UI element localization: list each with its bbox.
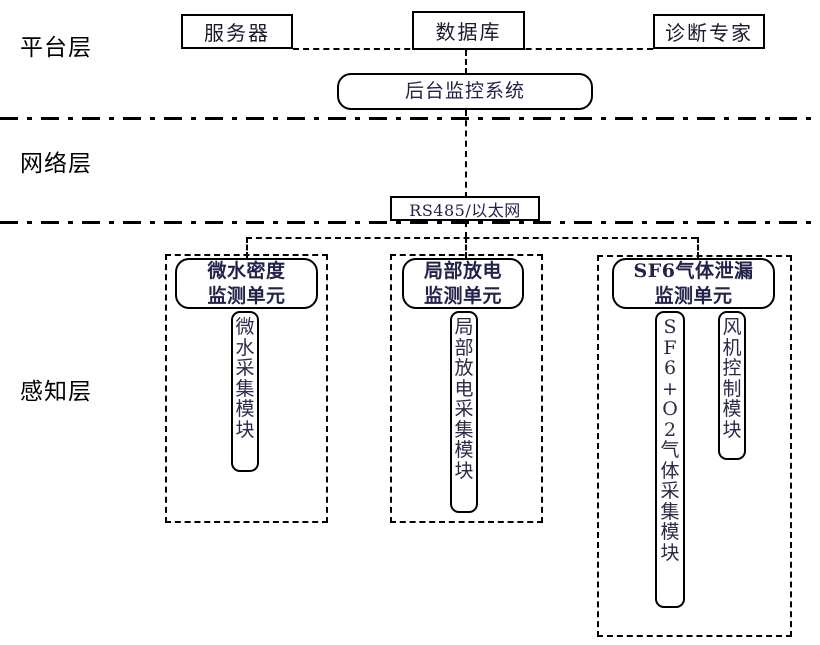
platform-node-server[interactable]: 服务器 bbox=[181, 14, 293, 49]
connector-to-group-sf6 bbox=[697, 237, 699, 258]
module-char: 制 bbox=[722, 377, 742, 400]
divider-platform-network bbox=[0, 117, 820, 120]
module-char: 气 bbox=[660, 439, 680, 462]
module-sf6-o2-gas-acq[interactable]: S F 6 + O 2 气 体 采 集 模 块 bbox=[655, 311, 685, 608]
module-char: 微 bbox=[235, 316, 255, 338]
module-char: O bbox=[662, 398, 678, 421]
connector-backend-to-bus bbox=[465, 110, 467, 198]
backend-monitor-box[interactable]: 后台监控系统 bbox=[337, 73, 593, 110]
module-char: S bbox=[663, 316, 677, 338]
platform-node-database[interactable]: 数据库 bbox=[412, 11, 525, 50]
platform-node-expert[interactable]: 诊断专家 bbox=[653, 14, 765, 49]
divider-network-sensing bbox=[0, 221, 820, 224]
module-char: 水 bbox=[235, 336, 255, 359]
unit-label-line1: 微水密度 bbox=[207, 260, 286, 283]
unit-box-partial-discharge[interactable]: 局部放电 监测单元 bbox=[402, 258, 524, 309]
unit-label-line1: 局部放电 bbox=[423, 260, 502, 283]
module-char: 局 bbox=[454, 316, 474, 338]
layer-label-network: 网络层 bbox=[20, 151, 92, 177]
module-char: 放 bbox=[454, 357, 474, 380]
module-char: 控 bbox=[722, 357, 742, 380]
network-bus-rs485-ethernet[interactable]: RS485/以太网 bbox=[390, 196, 540, 221]
module-char: 块 bbox=[722, 418, 742, 441]
unit-label-line1: SF6气体泄漏 bbox=[633, 260, 754, 283]
module-char: F bbox=[663, 336, 677, 359]
module-char: 集 bbox=[660, 500, 680, 523]
unit-box-micro-water[interactable]: 微水密度 监测单元 bbox=[175, 258, 318, 309]
module-char: 采 bbox=[454, 398, 474, 421]
layer-label-platform: 平台层 bbox=[20, 35, 92, 61]
unit-label-line2: 监测单元 bbox=[207, 284, 286, 307]
sensing-distribution-bus bbox=[246, 237, 697, 239]
unit-label-line2: 监测单元 bbox=[423, 284, 502, 307]
connector-database-to-backend bbox=[465, 50, 467, 74]
module-char: 采 bbox=[235, 357, 255, 380]
module-char: 部 bbox=[454, 336, 474, 359]
module-char: 块 bbox=[660, 541, 680, 564]
module-char: 模 bbox=[454, 439, 474, 462]
module-char: 电 bbox=[454, 377, 474, 400]
module-char: 采 bbox=[660, 480, 680, 503]
layer-label-sensing: 感知层 bbox=[20, 379, 92, 405]
connector-to-group-micro-water bbox=[246, 237, 248, 258]
module-char: 模 bbox=[660, 521, 680, 544]
module-char: 模 bbox=[235, 398, 255, 421]
module-char: 2 bbox=[663, 418, 677, 441]
unit-label-line2: 监测单元 bbox=[654, 284, 733, 307]
module-char: 集 bbox=[235, 377, 255, 400]
module-char: 块 bbox=[235, 418, 255, 441]
module-char: 6 bbox=[663, 357, 677, 380]
connector-to-group-partial-discharge bbox=[465, 237, 467, 258]
unit-box-sf6-leak[interactable]: SF6气体泄漏 监测单元 bbox=[612, 258, 775, 309]
group-container-sf6-leak bbox=[597, 255, 792, 637]
connector-bus-drop bbox=[465, 221, 467, 238]
module-fan-control[interactable]: 风 机 控 制 模 块 bbox=[718, 311, 746, 460]
module-char: 风 bbox=[722, 316, 742, 338]
module-micro-water-acq[interactable]: 微 水 采 集 模 块 bbox=[231, 311, 259, 472]
module-char: + bbox=[662, 377, 678, 400]
module-partial-discharge-acq[interactable]: 局 部 放 电 采 集 模 块 bbox=[450, 311, 478, 513]
module-char: 机 bbox=[722, 336, 742, 359]
module-char: 模 bbox=[722, 398, 742, 421]
module-char: 体 bbox=[660, 459, 680, 482]
module-char: 集 bbox=[454, 418, 474, 441]
module-char: 块 bbox=[454, 459, 474, 482]
